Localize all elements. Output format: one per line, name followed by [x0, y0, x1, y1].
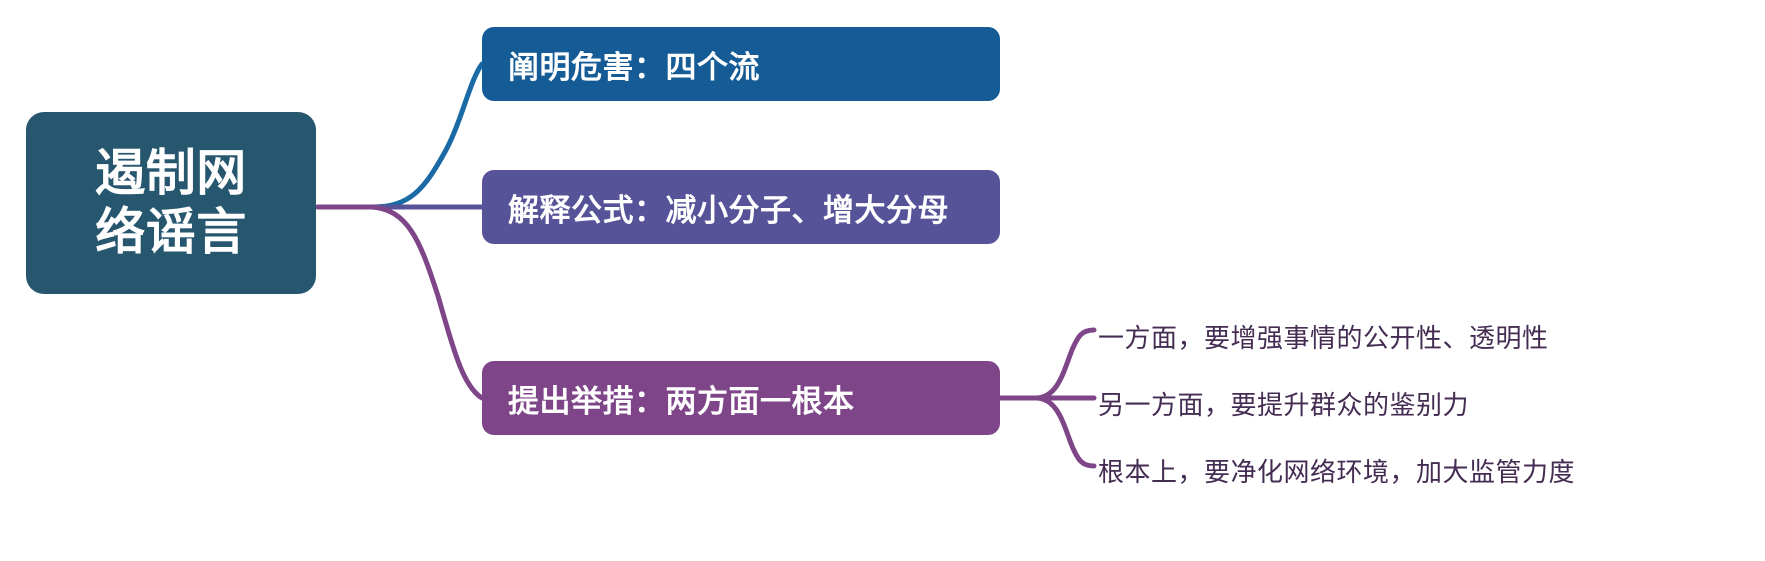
connector-root-to-branch-0	[315, 61, 485, 210]
root-node-label: 遏制网 络谣言	[95, 144, 247, 262]
branch-node-0-label: 阐明危害：四个流	[508, 49, 760, 85]
connector-branch-2-to-leaf-0	[997, 327, 1097, 401]
branch-node-clarify-harm[interactable]: 阐明危害：四个流	[482, 27, 1000, 101]
branch-node-1-label: 解释公式：减小分子、增大分母	[508, 192, 949, 228]
leaf-node-2-label: 根本上，要净化网络环境，加大监管力度	[1098, 457, 1576, 487]
branch-node-explain-formula[interactable]: 解释公式：减小分子、增大分母	[482, 170, 1000, 244]
connector-branch-2-to-leaf-2	[997, 395, 1097, 469]
leaf-node-openness[interactable]: 一方面，要增强事情的公开性、透明性	[1098, 318, 1549, 355]
root-node-label-line2: 络谣言	[95, 204, 247, 260]
leaf-node-regulation[interactable]: 根本上，要净化网络环境，加大监管力度	[1098, 452, 1575, 489]
leaf-node-1-label: 另一方面，要提升群众的鉴别力	[1098, 390, 1470, 420]
connector-root-to-branch-2	[315, 204, 485, 401]
branch-node-2-label: 提出举措：两方面一根本	[508, 383, 855, 419]
root-node[interactable]: 遏制网 络谣言	[26, 112, 316, 294]
leaf-node-discernment[interactable]: 另一方面，要提升群众的鉴别力	[1098, 385, 1469, 422]
branch-node-propose-measures[interactable]: 提出举措：两方面一根本	[482, 361, 1000, 435]
leaf-node-0-label: 一方面，要增强事情的公开性、透明性	[1098, 323, 1549, 353]
root-node-label-line1: 遏制网	[95, 145, 247, 201]
